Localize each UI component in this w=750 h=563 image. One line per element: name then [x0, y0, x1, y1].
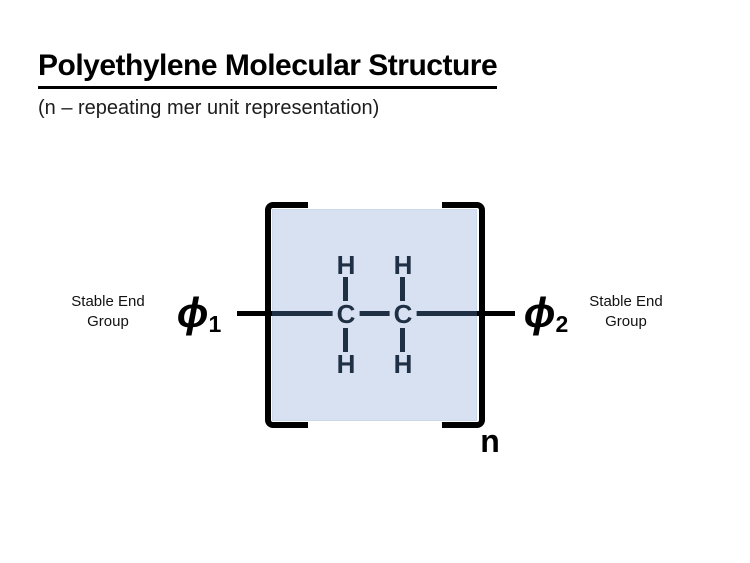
phi-1-subscript: 1 [208, 311, 222, 338]
right-end-group-label: Stable End Group [589, 293, 663, 330]
atom-hydrogen-bottom-left: H [336, 349, 356, 379]
page-subtitle: (n – repeating mer unit representation) [38, 97, 380, 119]
bond-cright-h-top [400, 277, 405, 301]
right-bracket [442, 202, 485, 428]
phi-2-subscript: 2 [555, 311, 569, 338]
phi-2-symbol: ϕ [523, 289, 556, 337]
atom-hydrogen-top-right: H [393, 250, 413, 280]
bond-cright-h-bottom [400, 328, 405, 352]
bond-cleft-h-bottom [343, 328, 348, 352]
repeat-count-label: n [480, 423, 500, 459]
atom-carbon-right: C [389, 301, 417, 327]
left-end-group-label: Stable End Group [71, 293, 145, 330]
page-title: Polyethylene Molecular Structure [38, 50, 498, 89]
backbone-bond-line-inner [272, 311, 477, 316]
phi-1-symbol: ϕ [176, 289, 209, 337]
atom-hydrogen-top-left: H [336, 250, 356, 280]
atom-hydrogen-bottom-right: H [393, 349, 413, 379]
bond-cleft-h-top [343, 277, 348, 301]
left-bracket [265, 202, 308, 428]
atom-carbon-left: C [332, 301, 360, 327]
